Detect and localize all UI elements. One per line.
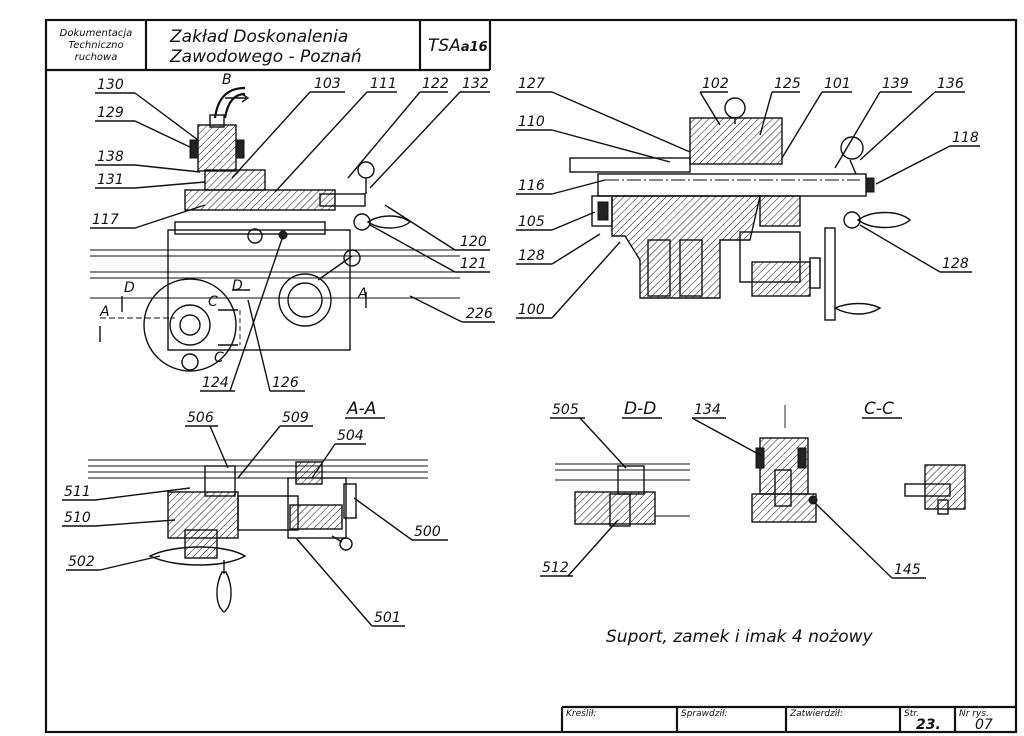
callout-116: 116 — [518, 178, 545, 194]
callout-511: 511 — [64, 484, 91, 500]
callout-124: 124 — [202, 375, 229, 391]
drawing-code: TSAa16 — [428, 36, 488, 56]
view-section-cc — [904, 464, 966, 515]
callout-117: 117 — [92, 212, 119, 228]
dept-line-1: Dokumentacja — [60, 28, 133, 39]
footer-page-label: Str. — [904, 709, 919, 719]
title-block: Dokumentacja Techniczno ruchowa Zakład D… — [46, 20, 492, 72]
callout-103: 103 — [314, 76, 341, 92]
callout-130: 130 — [97, 77, 124, 93]
view-mark-a-left: A — [99, 304, 110, 320]
view-section-aa — [88, 459, 428, 613]
callout-136: 136 — [937, 76, 964, 92]
callout-512: 512 — [542, 560, 569, 576]
callout-510: 510 — [64, 510, 91, 526]
footer-drawing-no-value: 07 — [975, 717, 993, 733]
section-title-cc: C-C — [864, 399, 894, 419]
view-section-dd — [555, 463, 690, 527]
callout-134: 134 — [694, 402, 721, 418]
footer-page-value: 23. — [916, 717, 941, 733]
section-title-aa: A-A — [346, 399, 376, 419]
drawing-caption: Suport, zamek i imak 4 nożowy — [606, 627, 874, 647]
callout-502: 502 — [68, 554, 95, 570]
callout-128-left: 128 — [518, 248, 545, 264]
callout-505: 505 — [552, 402, 579, 418]
view-mark-d-left: D — [124, 280, 135, 296]
dept-line-3: ruchowa — [75, 52, 118, 63]
section-titles: A-A D-D C-C B A A C C D D — [99, 72, 894, 419]
leader-lines — [62, 91, 980, 627]
callout-501: 501 — [374, 610, 401, 626]
callout-129: 129 — [97, 105, 124, 121]
code-prefix: TSA — [428, 36, 461, 56]
view-section-center — [751, 405, 818, 523]
callout-509: 509 — [282, 410, 309, 426]
drawing-frame — [44, 18, 1018, 734]
callout-226: 226 — [466, 306, 493, 322]
callout-128-right: 128 — [942, 256, 969, 272]
callout-500: 500 — [414, 524, 441, 540]
view-mark-c-bottom: C — [214, 350, 224, 366]
callout-118: 118 — [952, 130, 979, 146]
view-mark-a-right: A — [357, 286, 368, 302]
callout-120: 120 — [460, 234, 487, 250]
org-line-2: Zawodowego - Poznań — [169, 47, 362, 67]
view-mark-c-top: C — [208, 294, 218, 310]
callout-121: 121 — [460, 256, 487, 272]
callout-506: 506 — [187, 410, 214, 426]
callout-131: 131 — [97, 172, 124, 188]
dept-line-2: Techniczno — [68, 40, 123, 51]
view-side-top-left — [90, 86, 460, 372]
callout-127: 127 — [518, 76, 545, 92]
callout-110: 110 — [518, 114, 545, 130]
callout-125: 125 — [774, 76, 801, 92]
callout-126: 126 — [272, 375, 299, 391]
footer-drawing-no-label: Nr rys. — [959, 709, 989, 719]
org-line-1: Zakład Doskonalenia — [169, 27, 348, 47]
callout-122: 122 — [422, 76, 449, 92]
callout-102: 102 — [702, 76, 729, 92]
section-title-dd: D-D — [624, 399, 656, 419]
view-front-top-right — [569, 97, 912, 321]
callout-labels: 130 129 138 131 117 103 111 122 132 120 … — [64, 76, 979, 626]
footer-checked-by: Sprawdził: — [681, 709, 728, 719]
callout-111: 111 — [370, 76, 397, 92]
code-suffix: a16 — [461, 40, 488, 55]
view-mark-b: B — [222, 72, 232, 88]
view-mark-d-right: D — [232, 278, 243, 294]
callout-105: 105 — [518, 214, 545, 230]
callout-100: 100 — [518, 302, 545, 318]
footer-drawn-by: Kreślił: — [566, 708, 596, 719]
callout-139: 139 — [882, 76, 909, 92]
callout-132: 132 — [462, 76, 489, 92]
footer-block: Kreślił: Sprawdził: Zatwierdził: Str. 23… — [560, 705, 1016, 733]
footer-approved-by: Zatwierdził: — [789, 709, 843, 719]
callout-101: 101 — [824, 76, 851, 92]
callout-145: 145 — [894, 562, 921, 578]
callout-138: 138 — [97, 149, 124, 165]
callout-504: 504 — [337, 428, 364, 444]
